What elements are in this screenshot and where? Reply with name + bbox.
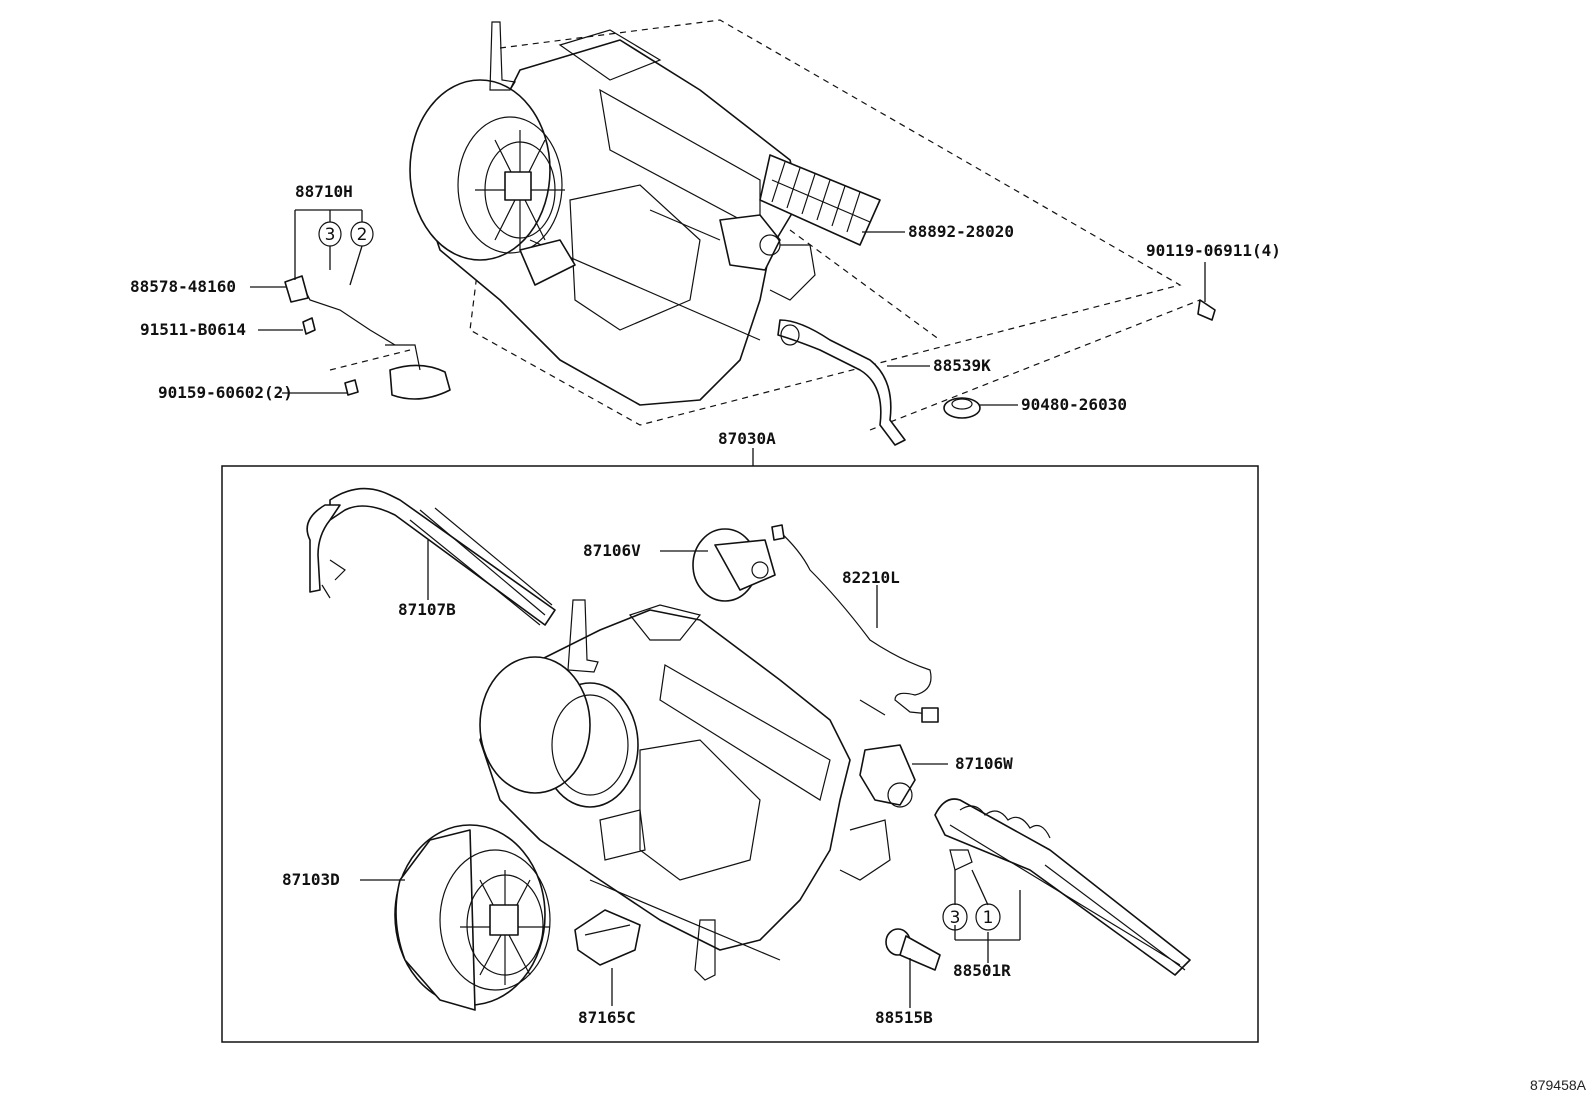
upper-leader-lines (250, 209, 1206, 466)
lower-leader-lines (360, 540, 1021, 1008)
circled-callout-top-3: 3 (318, 221, 342, 247)
upper-heater-unit (284, 19, 1216, 446)
label-87165C: 87165C (578, 1008, 636, 1027)
svg-text:3: 3 (950, 908, 961, 928)
label-87106W: 87106W (955, 754, 1013, 773)
lower-heater-unit (306, 487, 1191, 1011)
label-90119-06911: 90119-06911(4) (1146, 241, 1281, 260)
circled-callout-bottom-1: 1 (975, 903, 1001, 931)
label-88892-28020: 88892-28020 (908, 222, 1014, 241)
assembly-group-box (221, 465, 1259, 1043)
label-87103D: 87103D (282, 870, 340, 889)
circled-callout-bottom-3: 3 (942, 903, 968, 931)
svg-text:2: 2 (357, 225, 368, 245)
label-87106V: 87106V (583, 541, 641, 560)
label-88539K: 88539K (933, 356, 991, 375)
svg-text:1: 1 (983, 908, 994, 928)
label-88501R: 88501R (953, 961, 1011, 980)
label-90480-26030: 90480-26030 (1021, 395, 1127, 414)
label-87030A: 87030A (718, 429, 776, 448)
svg-text:3: 3 (325, 225, 336, 245)
label-88578-48160: 88578-48160 (130, 277, 236, 296)
illustration-reference-code: 879458A (1530, 1077, 1587, 1093)
label-82210L: 82210L (842, 568, 900, 587)
label-91511-B0614: 91511-B0614 (140, 320, 246, 339)
label-88515B: 88515B (875, 1008, 933, 1027)
label-87107B: 87107B (398, 600, 456, 619)
label-88710H: 88710H (295, 182, 353, 201)
circled-callout-top-2: 2 (350, 221, 374, 247)
label-90159-60602: 90159-60602(2) (158, 383, 293, 402)
